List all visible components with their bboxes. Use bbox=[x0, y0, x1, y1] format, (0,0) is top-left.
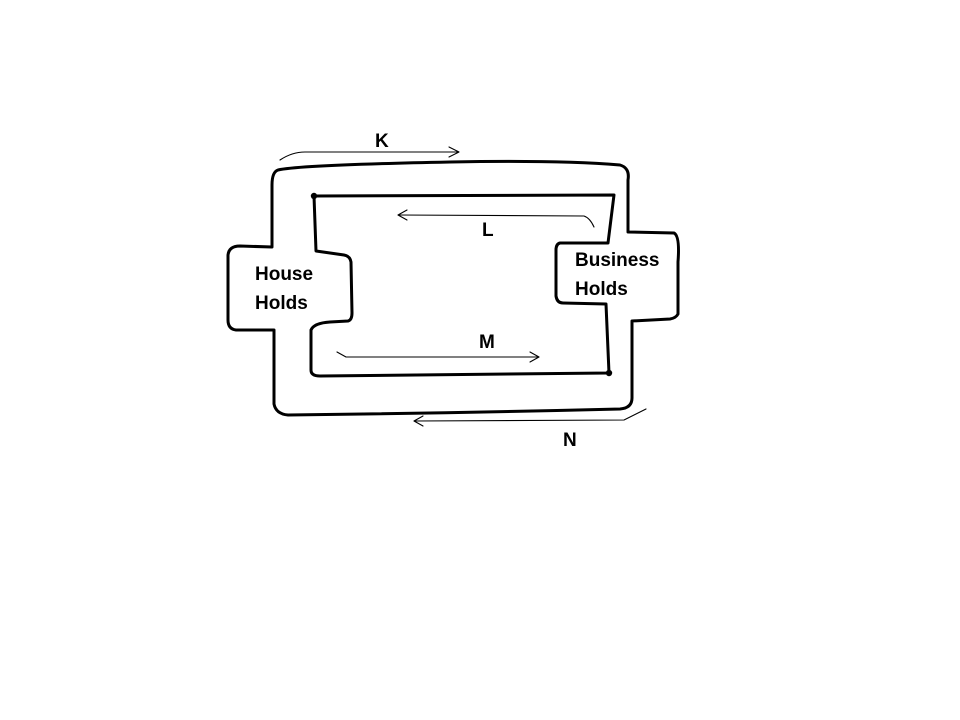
inner-flow-loop bbox=[309, 193, 616, 378]
inner-loop-end-dot bbox=[605, 369, 613, 377]
business-label-line2: Holds bbox=[575, 279, 628, 300]
business-node: Business Holds bbox=[575, 250, 659, 300]
households-node: House Holds bbox=[255, 264, 313, 314]
outer-flow-loop bbox=[226, 159, 680, 417]
arrow-n bbox=[413, 408, 647, 427]
label-m: M bbox=[479, 332, 495, 353]
households-label-line1: House bbox=[255, 264, 313, 285]
households-label-line2: Holds bbox=[255, 293, 308, 314]
arrow-l bbox=[397, 209, 595, 228]
arrow-m bbox=[336, 351, 540, 363]
business-label-line1: Business bbox=[575, 250, 659, 271]
arrow-k bbox=[279, 146, 460, 161]
inner-loop-start-dot bbox=[310, 192, 318, 200]
label-k: K bbox=[375, 131, 389, 152]
label-l: L bbox=[482, 220, 494, 241]
label-n: N bbox=[563, 430, 577, 451]
